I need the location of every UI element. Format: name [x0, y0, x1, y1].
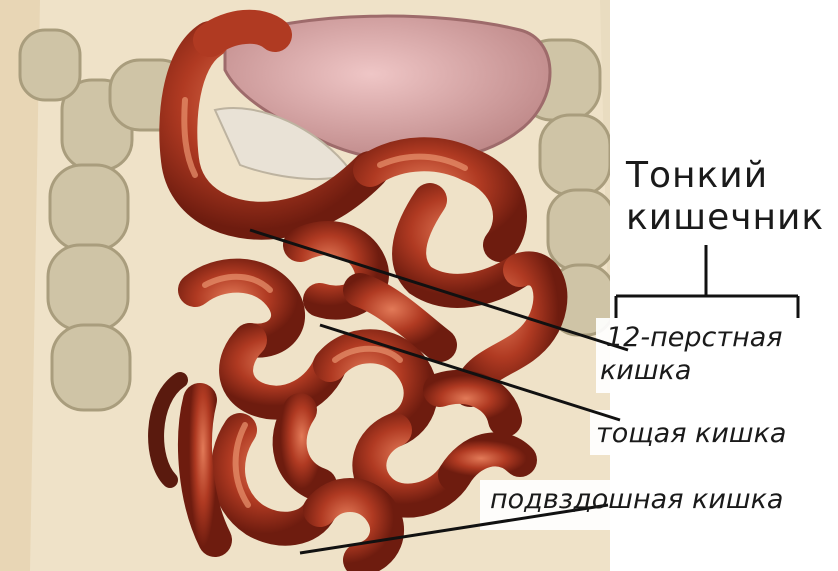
label-duodenum-line-1: 12-перстная — [606, 324, 783, 351]
title-line-1: Тонкий — [626, 158, 768, 194]
label-duodenum-line-2: кишка — [600, 357, 691, 384]
label-jejunum: тощая кишка — [596, 420, 786, 447]
title-line-2: кишечник — [626, 200, 824, 236]
label-ileum: подвздошная кишка — [490, 486, 783, 513]
